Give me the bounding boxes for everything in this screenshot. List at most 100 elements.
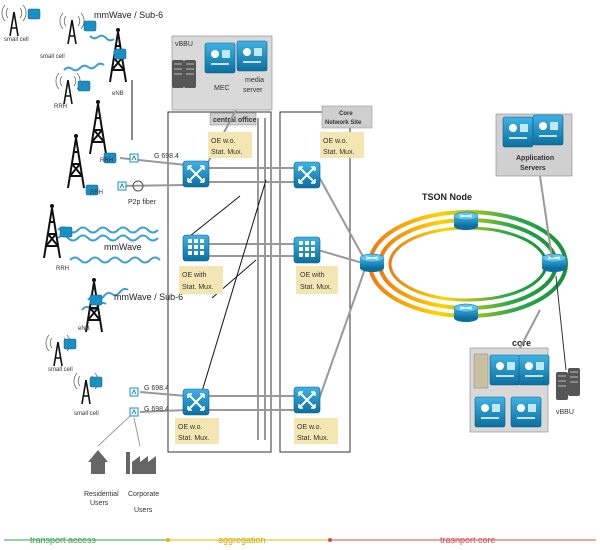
- small-cell-tower-2: [59, 12, 85, 45]
- oe-wo-label-3a: OE w.o.: [178, 424, 203, 431]
- core-icon-1: [489, 354, 521, 386]
- enb-box-top: [113, 48, 127, 60]
- tson-node-left: [359, 253, 385, 273]
- oe-with-label-2a: OE with: [300, 272, 325, 279]
- media-server-label-2: server: [243, 87, 263, 94]
- oe-with-label-1b: Stat. Mux.: [182, 284, 214, 291]
- rrh-label-4: RRH: [56, 266, 69, 272]
- rrh-label-2: RRH: [100, 158, 113, 164]
- oe-with-label-2b: Stat. Mux.: [300, 284, 332, 291]
- section-bar: transport access aggregation trasnport c…: [4, 535, 596, 545]
- oe-wo-label-1a: OE w.o.: [211, 138, 236, 145]
- rrh-box-1: [77, 80, 91, 92]
- core-network-site-panel: [279, 111, 351, 453]
- oe-label-box-2: [320, 132, 364, 158]
- vbbu-bottom-label: vBBU: [556, 409, 574, 416]
- enb-box-bottom: [89, 294, 103, 306]
- small-cell-label-4: small cell: [74, 411, 99, 417]
- section-transport-core: trasnport core: [440, 535, 496, 545]
- section-transport-access: transport access: [30, 535, 97, 545]
- mec-label: MEC: [214, 85, 230, 92]
- residential-label-2: Users: [90, 500, 109, 507]
- splitter-1: [129, 153, 139, 163]
- rrh-label-1: RRH: [54, 104, 67, 110]
- core-icon-2: [518, 354, 550, 386]
- core-icon-4: [510, 396, 542, 428]
- co-oxc-bottom: [182, 388, 210, 416]
- media-server-icon: [236, 40, 268, 72]
- vbbu-bottom-icon: [556, 368, 580, 400]
- tson-node-right: [541, 253, 567, 273]
- g6984-label-top: G 698.4: [154, 153, 179, 160]
- co-mux-mid: [182, 234, 210, 262]
- vbbu-top-label: vBBU: [175, 41, 193, 48]
- oe-with-label-1a: OE with: [182, 272, 207, 279]
- core-site-label-1: Core: [339, 111, 353, 117]
- tson-node-bottom: [453, 303, 479, 323]
- oe-wo-label-4a: OE w.o.: [297, 424, 322, 431]
- small-cell-box-4: [89, 376, 103, 388]
- g6984-label-3: G 698.4: [144, 406, 169, 413]
- mmwave-mid-label: mmWave: [104, 242, 142, 252]
- tson-node-label: TSON Node: [422, 192, 472, 202]
- small-cell-label-2: small cell: [40, 54, 65, 60]
- co-oxc-top: [182, 160, 210, 188]
- small-cell-label-1: small cell: [4, 37, 29, 43]
- residential-house-icon: [88, 450, 108, 474]
- oe-wo-label-4b: Stat. Mux.: [297, 435, 329, 442]
- p2p-fiber-label: P2p fiber: [128, 199, 157, 206]
- links: [117, 109, 367, 413]
- small-cell-label-3: small cell: [48, 367, 73, 373]
- core-server-icon: [473, 353, 489, 389]
- core-oxc-top: [293, 161, 321, 189]
- splitter-p2p: [117, 181, 127, 191]
- divider-dot-1: [166, 538, 170, 542]
- oe-wo-label-2a: OE w.o.: [323, 138, 348, 145]
- oe-label-box-6: [294, 418, 338, 444]
- corporate-label-2: Users: [134, 507, 153, 514]
- app-server-icon-2: [532, 114, 564, 146]
- central-office-label: central office: [213, 117, 257, 124]
- small-cell-box-2: [83, 20, 97, 32]
- core-icon-3: [474, 396, 506, 428]
- mmwave-sub6-bottom-label: mmWave / Sub-6: [114, 292, 183, 302]
- oe-wo-label-1b: Stat. Mux.: [211, 149, 243, 156]
- divider-dot-2: [328, 538, 332, 542]
- rrh-tower-1: [55, 72, 81, 105]
- oe-wo-label-3b: Stat. Mux.: [178, 435, 210, 442]
- section-aggregation: aggregation: [218, 535, 266, 545]
- app-server-icon-1: [502, 116, 534, 148]
- corporate-label-1: Corporate: [128, 491, 159, 498]
- app-servers-label-2: Servers: [520, 165, 546, 172]
- core-mux-mid: [293, 236, 321, 264]
- central-office-panel: [167, 111, 272, 453]
- oe-label-box-4: [296, 266, 338, 294]
- corporate-factory-icon: [126, 452, 156, 474]
- rrh-label-3: RRH: [90, 190, 103, 196]
- enb-label-top: eNB: [112, 91, 124, 97]
- core-site-label-2: Network Site: [325, 120, 362, 126]
- residential-label-1: Residential: [84, 491, 119, 498]
- small-cell-tower-1: [1, 4, 27, 37]
- macro-tower-3: [67, 133, 85, 189]
- splitter-3: [129, 407, 139, 417]
- macro-tower-4: [43, 203, 61, 259]
- core-oxc-bottom: [293, 386, 321, 414]
- oe-wo-label-2b: Stat. Mux.: [323, 149, 355, 156]
- p2p-fiber-coil: [132, 180, 144, 192]
- vbbu-server-icon: [172, 60, 196, 88]
- oe-label-box-3: [179, 266, 223, 294]
- enb-label-bottom: eNB: [78, 326, 90, 332]
- oe-label-box-1: [208, 132, 252, 158]
- mec-icon: [204, 42, 236, 74]
- mmwave-sub6-top-label: mmWave / Sub-6: [94, 10, 163, 20]
- small-cell-box-3: [63, 338, 77, 350]
- g6984-label-2: G 698.4: [144, 385, 169, 392]
- media-server-label-1: media: [245, 77, 264, 84]
- macro-tower-2: [89, 99, 107, 155]
- small-cell-box-1: [27, 8, 41, 20]
- tson-node-top: [453, 211, 479, 231]
- rrh-box-4: [59, 226, 73, 238]
- oe-label-box-5: [175, 418, 219, 444]
